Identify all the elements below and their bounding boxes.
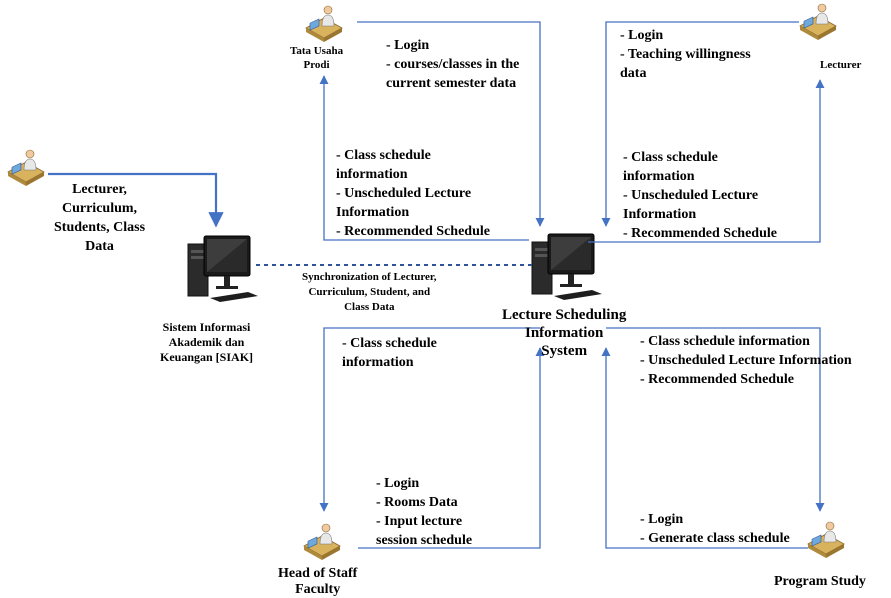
flow-head-out [319,327,540,512]
user-at-desk-icon [7,149,45,187]
flow-head-in [358,347,545,549]
flow-lecturer-out [588,79,825,243]
flow-program-out [606,327,825,512]
actor-program-study: Program Study [774,574,866,589]
actor-lecturer: Lecturer [820,59,862,71]
flow-tata-usaha-in [357,21,545,227]
flow-lecturer-in [601,21,799,227]
user-at-desk-icon [807,521,845,559]
flow-label-program-in: - Login- Generate class schedule [640,512,790,546]
user-at-desk-icon [799,3,837,41]
user-at-desk-icon [305,5,343,43]
flow-program-in [601,347,808,549]
flow-tata-usaha-out [319,75,529,241]
computer-icon [531,233,603,301]
flow-siak-input [48,172,224,228]
computer-icon [187,235,259,303]
user-at-desk-icon [303,523,341,561]
flow-label-program-out: - Class schedule information- Unschedule… [640,334,852,387]
sync-label: Synchronization of Lecturer,Curriculum, … [302,271,437,313]
